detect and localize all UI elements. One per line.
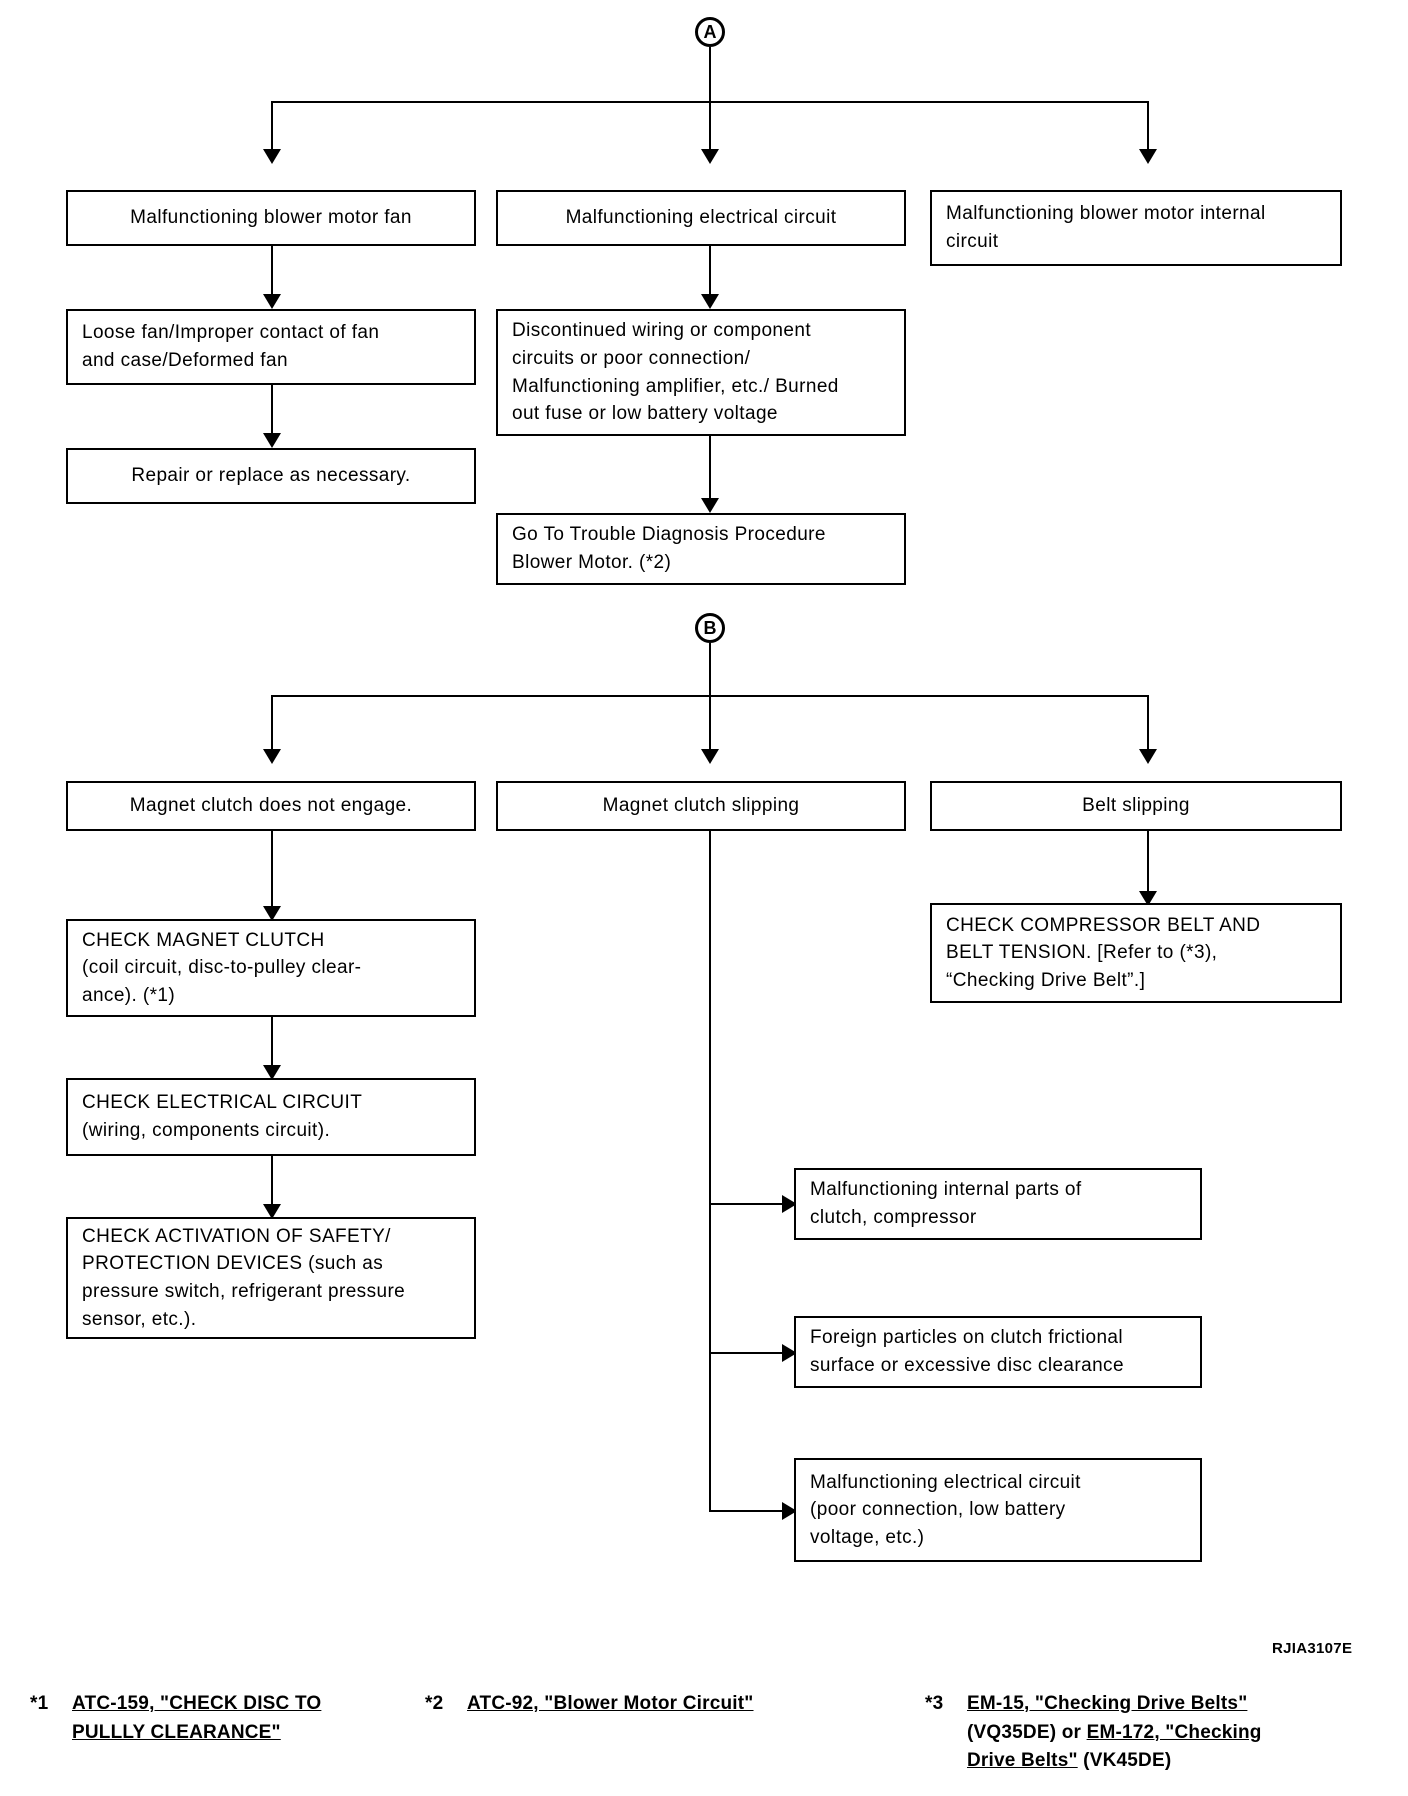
link-b1-step1-arrow <box>263 906 281 921</box>
link-b1-step2-arrow <box>263 1065 281 1080</box>
link-b1-step1 <box>271 831 273 906</box>
box-text: Magnet clutch does not engage. <box>129 795 413 817</box>
box-text: Go To Trouble Diagnosis Procedure Blower… <box>512 524 826 573</box>
footnote-3-body: EM-15, "Checking Drive Belts" (VQ35DE) o… <box>967 1690 1345 1776</box>
section-b-arrow-1 <box>263 749 281 764</box>
box-text: CHECK MAGNET CLUTCH (coil circuit, disc-… <box>82 929 362 1006</box>
box-check-magnet-clutch: CHECK MAGNET CLUTCH (coil circuit, disc-… <box>66 919 476 1017</box>
footnote-2: *2 ATC-92, "Blower Motor Circuit" <box>425 1690 765 1719</box>
link-b3-step1-arrow <box>1139 891 1157 906</box>
box-malfunctioning-blower-motor-internal-circuit: Malfunctioning blower motor internal cir… <box>930 190 1342 266</box>
footnote-1-link-line2[interactable]: PULLLY CLEARANCE" <box>72 1721 281 1743</box>
connector-a-stem <box>709 47 711 102</box>
footnote-3-mark: *3 <box>925 1693 944 1714</box>
box-text: Loose fan/Improper contact of fan and ca… <box>82 322 380 371</box>
connector-b-stem <box>709 643 711 696</box>
box-check-activation-safety-protection: CHECK ACTIVATION OF SAFETY/ PROTECTION D… <box>66 1217 476 1339</box>
footnote-3-plain-line2: (VQ35DE) or <box>967 1721 1087 1743</box>
box-check-electrical-circuit: CHECK ELECTRICAL CIRCUIT (wiring, compon… <box>66 1078 476 1156</box>
box-text: Discontinued wiring or component circuit… <box>512 320 839 425</box>
connector-b-label: B <box>703 617 717 638</box>
section-a-arrow-1 <box>263 149 281 164</box>
link-b2-branch-1-arrow <box>782 1195 797 1213</box>
connector-a-label: A <box>703 21 717 42</box>
link-b2-branch-3 <box>709 1510 782 1512</box>
box-malfunctioning-electrical-circuit-clutch: Malfunctioning electrical circuit (poor … <box>794 1458 1202 1562</box>
box-text: Malfunctioning internal parts of clutch,… <box>810 1179 1082 1228</box>
section-a-arrow-3 <box>1139 149 1157 164</box>
section-a-drop-2 <box>709 101 711 149</box>
box-text: Belt slipping <box>1082 795 1190 817</box>
section-b-drop-1 <box>271 695 273 749</box>
box-malfunctioning-blower-motor-fan: Malfunctioning blower motor fan <box>66 190 476 246</box>
link-loosefan-to-repair <box>271 385 273 433</box>
footnote-3-link-line3[interactable]: Drive Belts" <box>967 1750 1078 1771</box>
link-discontinued-to-goto <box>709 436 711 498</box>
link-discontinued-to-goto-arrow <box>701 498 719 513</box>
box-text: Repair or replace as necessary. <box>131 465 411 487</box>
link-b2-branch-3-arrow <box>782 1502 797 1520</box>
footnote-1-body: ATC-159, "CHECK DISC TO PULLLY CLEARANCE… <box>72 1690 410 1747</box>
footnote-3-link-line1[interactable]: EM-15, "Checking Drive Belts" <box>967 1693 1248 1714</box>
footnote-2-body: ATC-92, "Blower Motor Circuit" <box>467 1690 765 1719</box>
section-b-drop-3 <box>1147 695 1149 749</box>
figure-code: RJIA3107E <box>1272 1640 1353 1657</box>
footnote-2-mark: *2 <box>425 1693 444 1714</box>
section-a-drop-3 <box>1147 101 1149 149</box>
link-b1-step3-arrow <box>263 1204 281 1219</box>
box-magnet-clutch-does-not-engage: Magnet clutch does not engage. <box>66 781 476 831</box>
link-loosefan-to-repair-arrow <box>263 433 281 448</box>
footnote-2-link-line1[interactable]: ATC-92, "Blower Motor Circuit" <box>467 1693 754 1714</box>
link-b3-step1 <box>1147 831 1149 891</box>
link-b2-branch-2-arrow <box>782 1344 797 1362</box>
box-go-to-trouble-diagnosis: Go To Trouble Diagnosis Procedure Blower… <box>496 513 906 585</box>
link-elec-to-discontinued-arrow <box>701 294 719 309</box>
section-a-arrow-2 <box>701 149 719 164</box>
box-check-compressor-belt-tension: CHECK COMPRESSOR BELT AND BELT TENSION. … <box>930 903 1342 1003</box>
box-loose-fan-detail: Loose fan/Improper contact of fan and ca… <box>66 309 476 385</box>
footnote-3: *3 EM-15, "Checking Drive Belts" (VQ35DE… <box>925 1690 1345 1776</box>
box-discontinued-wiring-detail: Discontinued wiring or component circuit… <box>496 309 906 436</box>
footnote-3-link-line2[interactable]: EM-172, "Checking <box>1086 1721 1262 1743</box>
link-b1-step2 <box>271 1017 273 1065</box>
link-b2-spine <box>709 831 711 1512</box>
box-text: Malfunctioning electrical circuit (poor … <box>810 1471 1081 1548</box>
box-magnet-clutch-slipping: Magnet clutch slipping <box>496 781 906 831</box>
box-text: CHECK ELECTRICAL CIRCUIT (wiring, compon… <box>82 1092 363 1141</box>
box-text: Malfunctioning blower motor fan <box>130 207 412 229</box>
link-b1-step3 <box>271 1156 273 1204</box>
box-repair-or-replace: Repair or replace as necessary. <box>66 448 476 504</box>
box-text: CHECK COMPRESSOR BELT AND BELT TENSION. … <box>946 914 1261 991</box>
section-a-drop-1 <box>271 101 273 149</box>
box-text: Magnet clutch slipping <box>602 795 800 817</box>
box-text: Foreign particles on clutch frictional s… <box>810 1327 1124 1376</box>
footnote-3-plain-line3: (VK45DE) <box>1077 1750 1172 1771</box>
box-foreign-particles-clutch: Foreign particles on clutch frictional s… <box>794 1316 1202 1388</box>
link-b2-branch-2 <box>709 1352 782 1354</box>
connector-b-circle: B <box>695 613 725 643</box>
link-fan-to-loosefan <box>271 246 273 294</box>
section-b-drop-2 <box>709 695 711 749</box>
section-b-arrow-3 <box>1139 749 1157 764</box>
box-text: Malfunctioning electrical circuit <box>565 207 837 229</box>
box-malfunctioning-internal-parts-clutch: Malfunctioning internal parts of clutch,… <box>794 1168 1202 1240</box>
footnote-1: *1 ATC-159, "CHECK DISC TO PULLLY CLEARA… <box>30 1690 410 1747</box>
box-belt-slipping: Belt slipping <box>930 781 1342 831</box>
footnote-1-link-line1[interactable]: ATC-159, "CHECK DISC TO <box>72 1693 322 1714</box>
link-elec-to-discontinued <box>709 246 711 294</box>
link-b2-branch-1 <box>709 1203 782 1205</box>
box-malfunctioning-electrical-circuit: Malfunctioning electrical circuit <box>496 190 906 246</box>
link-fan-to-loosefan-arrow <box>263 294 281 309</box>
connector-a-circle: A <box>695 17 725 47</box>
footnote-1-mark: *1 <box>30 1693 49 1714</box>
box-text: CHECK ACTIVATION OF SAFETY/ PROTECTION D… <box>82 1225 406 1330</box>
section-b-arrow-2 <box>701 749 719 764</box>
box-text: Malfunctioning blower motor internal cir… <box>946 203 1266 252</box>
